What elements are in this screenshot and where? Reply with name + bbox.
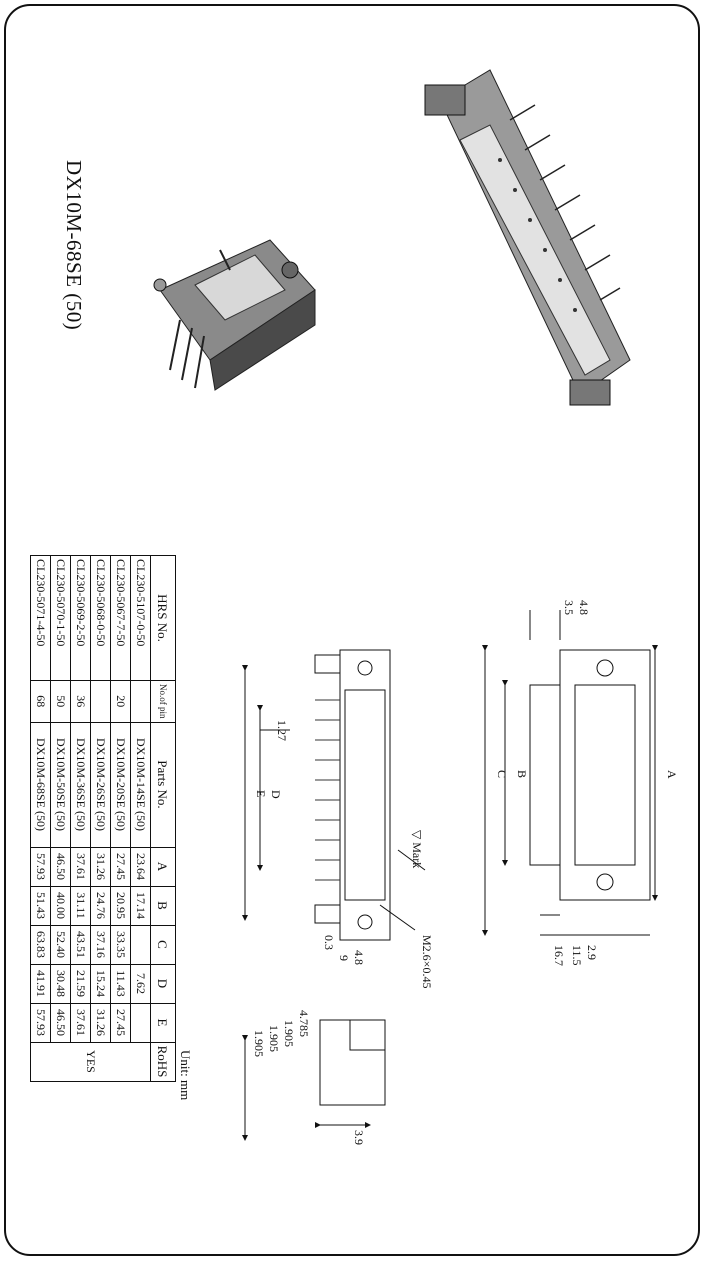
cell-a: 46.50 xyxy=(50,847,71,886)
cell-hrs: CL230-5067-7-50 xyxy=(110,555,131,681)
cell-b: 51.43 xyxy=(30,886,51,925)
cell-e: 57.93 xyxy=(30,1003,51,1042)
spec-table-wrapper: HRS No. No.of pin Parts No. A B C D E Ro… xyxy=(30,555,176,1082)
dim-e: E xyxy=(254,790,268,797)
cell-parts: DX10M-26SE (50) xyxy=(90,722,111,847)
cell-d: 11.43 xyxy=(110,964,131,1003)
col-parts-no: Parts No. xyxy=(150,722,176,847)
cell-hrs: CL230-5069-2-50 xyxy=(70,555,91,681)
dim-4-8-front: 4.8 xyxy=(352,950,366,965)
cell-pins: 26 xyxy=(90,680,111,722)
cell-e: 27.45 xyxy=(110,1003,131,1042)
cell-pins: 50 xyxy=(50,680,71,722)
dim-0-3: 0.3 xyxy=(322,935,336,950)
spec-table: HRS No. No.of pin Parts No. A B C D E Ro… xyxy=(30,555,176,1082)
cell-c: 33.35 xyxy=(110,925,131,964)
cell-d: 7.62 xyxy=(130,964,151,1003)
dim-c: C xyxy=(495,770,509,778)
cell-d: 15.24 xyxy=(90,964,111,1003)
datasheet-frame xyxy=(4,4,700,1256)
unit-note: Unit: mm xyxy=(178,1050,193,1101)
cell-d: 41.91 xyxy=(30,964,51,1003)
cell-parts: DX10M-50SE (50) xyxy=(50,722,71,847)
table-row: CL230-5071-4-50 68 DX10M-68SE (50) 57.93… xyxy=(30,555,51,1082)
cell-pins: 36 xyxy=(70,680,91,722)
cell-e: 31.26 xyxy=(90,1003,111,1042)
dim-4-8-top: 4.8 xyxy=(577,600,591,615)
cell-a: 23.64 xyxy=(130,847,151,886)
cell-hrs: CL230-5068-0-50 xyxy=(90,555,111,681)
cell-parts: DX10M-36SE (50) xyxy=(70,722,91,847)
col-pins: No.of pin xyxy=(150,680,176,722)
table-header-row: HRS No. No.of pin Parts No. A B C D E Ro… xyxy=(150,555,176,1081)
cell-pins: 14 xyxy=(130,680,151,722)
cell-parts: DX10M-68SE (50) xyxy=(30,722,51,847)
dim-9: 9 xyxy=(337,955,351,961)
table-row: CL230-5067-7-50 20 DX10M-20SE (50) 27.45… xyxy=(110,555,131,1082)
table-row: CL230-5107-0-50 14 DX10M-14SE (50) 23.64… xyxy=(30,555,151,1081)
page-title: DX10M-68SE (50) xyxy=(62,160,86,331)
cell-e: 46.50 xyxy=(50,1003,71,1042)
connector-photo-large xyxy=(424,69,631,406)
cell-pins: 20 xyxy=(110,680,131,722)
cell-parts: DX10M-20SE (50) xyxy=(110,722,131,847)
cell-hrs: CL230-5071-4-50 xyxy=(30,555,51,681)
screw-label: M2.6×0.45 xyxy=(420,935,434,988)
cell-c: 37.16 xyxy=(90,925,111,964)
cell-e: 37.61 xyxy=(70,1003,91,1042)
table-row: CL230-5068-0-50 26 DX10M-26SE (50) 31.26… xyxy=(90,555,111,1082)
table-row: CL230-5070-1-50 50 DX10M-50SE (50) 46.50… xyxy=(50,555,71,1082)
cell-d: 30.48 xyxy=(50,964,71,1003)
table-row: CL230-5069-2-50 36 DX10M-36SE (50) 37.61… xyxy=(70,555,91,1082)
mark-label: ▽ Mark xyxy=(410,830,424,868)
dim-1-905-c: 1.905 xyxy=(252,1030,266,1057)
dim-3-5: 3.5 xyxy=(562,600,576,615)
col-hrs-no: HRS No. xyxy=(150,555,176,681)
dim-1-905-b: 1.905 xyxy=(267,1025,281,1052)
col-d: D xyxy=(150,964,176,1003)
cell-a: 27.45 xyxy=(110,847,131,886)
cell-b: 20.95 xyxy=(110,886,131,925)
cell-d: 21.59 xyxy=(70,964,91,1003)
cell-c xyxy=(130,925,151,964)
dim-16-7: 16.7 xyxy=(552,945,566,966)
col-c: C xyxy=(150,925,176,964)
dim-3-9: 3.9 xyxy=(352,1130,366,1145)
cell-b: 40.00 xyxy=(50,886,71,925)
cell-hrs: CL230-5070-1-50 xyxy=(50,555,71,681)
col-b: B xyxy=(150,886,176,925)
cell-hrs: CL230-5107-0-50 xyxy=(130,555,151,681)
connector-photo-small xyxy=(153,239,316,391)
cell-a: 31.26 xyxy=(90,847,111,886)
dim-11-5: 11.5 xyxy=(570,945,584,966)
dim-a: A xyxy=(665,770,679,779)
dim-4-785: 4.785 xyxy=(297,1010,311,1037)
cell-e xyxy=(130,1003,151,1042)
dim-2-9: 2.9 xyxy=(585,945,599,960)
cell-c: 52.40 xyxy=(50,925,71,964)
cell-rohs: YES xyxy=(30,1042,151,1081)
col-a: A xyxy=(150,847,176,886)
cell-c: 63.83 xyxy=(30,925,51,964)
dim-d: D xyxy=(269,790,283,799)
cell-pins: 68 xyxy=(30,680,51,722)
cell-b: 24.76 xyxy=(90,886,111,925)
col-e: E xyxy=(150,1003,176,1042)
cell-b: 17.14 xyxy=(130,886,151,925)
cell-b: 31.11 xyxy=(70,886,91,925)
dim-b: B xyxy=(515,770,529,778)
cell-a: 57.93 xyxy=(30,847,51,886)
technical-drawing: A B C 4.8 3.5 2.9 11.5 16.7 1.27 D E 4.8… xyxy=(242,600,679,1145)
dim-1-905-a: 1.905 xyxy=(282,1020,296,1047)
dim-1-27: 1.27 xyxy=(275,720,289,741)
cell-parts: DX10M-14SE (50) xyxy=(130,722,151,847)
col-rohs: RoHS xyxy=(150,1042,176,1081)
cell-c: 43.51 xyxy=(70,925,91,964)
cell-a: 37.61 xyxy=(70,847,91,886)
